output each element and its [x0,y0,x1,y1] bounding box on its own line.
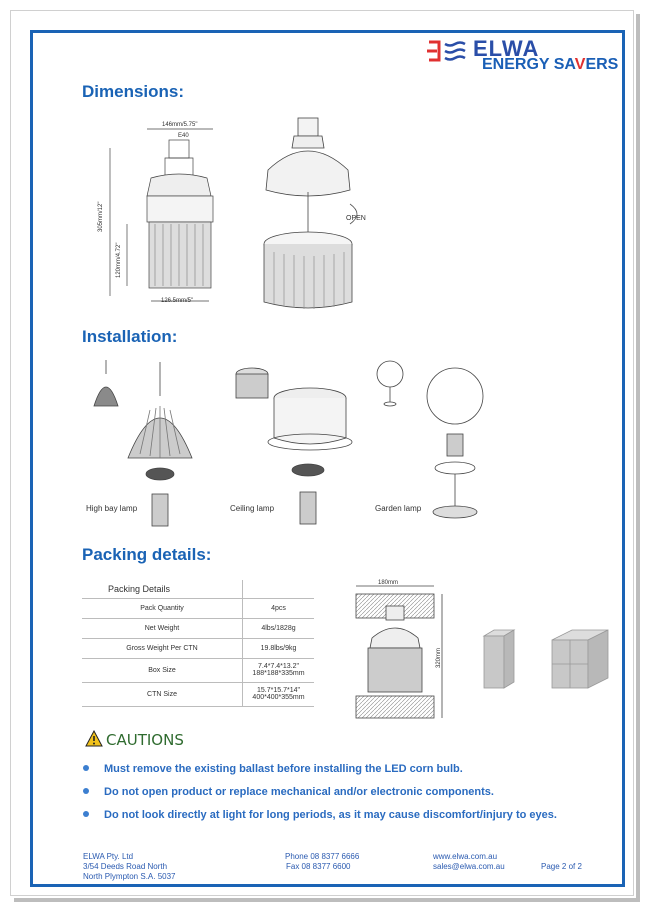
packing-table-title: Packing Details [82,580,243,599]
footer-web: www.elwa.com.au sales@elwa.com.au [433,852,505,872]
caution-item: Do not open product or replace mechanica… [83,786,603,798]
logo-mark-icon [427,40,466,62]
bullet-icon [83,811,89,817]
heading-packing: Packing details: [82,545,212,564]
bulb-dimension-drawing [109,128,214,302]
page-number: Page 2 of 2 [541,862,582,871]
high-bay-lamp-drawing [93,360,193,527]
dim-height-body: 120mm/4.72" [116,242,122,278]
cautions-heading: CAUTIONS [106,731,184,749]
carton-boxes-drawing [482,629,609,689]
caution-item: Do not look directly at light for long p… [83,809,603,821]
dim-width-bottom: 126.5mm/5" [161,298,194,304]
caption-high-bay: High bay lamp [86,504,138,513]
heading-dimensions: Dimensions: [82,82,185,101]
bulb-open-drawing [263,117,358,309]
page-shadow-right [636,14,640,900]
warning-icon [85,730,103,747]
elwa-logo: ELWA ENERGY SAVERS [425,36,625,78]
ceiling-lamp-drawing [235,367,353,525]
caption-ceiling: Ceiling lamp [230,504,275,513]
box-height-label: 320mm [436,647,442,668]
page-border-frame [30,30,625,887]
footer-address: ELWA Pty. Ltd 3/54 Deeds Road North Nort… [83,852,176,881]
website-link[interactable]: www.elwa.com.au [433,852,498,861]
bullet-icon [83,788,89,794]
email-link[interactable]: sales@elwa.com.au [433,862,505,871]
heading-installation: Installation: [82,327,178,346]
logo-name-bottom: ENERGY SAVERS [482,56,619,73]
bullet-icon [83,765,89,771]
caption-garden: Garden lamp [375,504,422,513]
dim-height-total: 305mm/12" [98,201,104,232]
logo-name-top: ELWA [473,36,540,61]
open-label: OPEN [346,215,366,222]
caution-item: Must remove the existing ballast before … [83,763,603,775]
dim-width-top: 146mm/5.75" [162,122,198,128]
dim-base: E40 [178,133,189,139]
box-width-label: 180mm [378,580,399,586]
page-shadow-bottom [14,898,640,902]
box-dimension-drawing [355,585,443,719]
garden-lamp-drawing [376,360,484,519]
footer-contact: Phone 08 8377 6666 Fax 08 8377 6600 [285,852,360,871]
